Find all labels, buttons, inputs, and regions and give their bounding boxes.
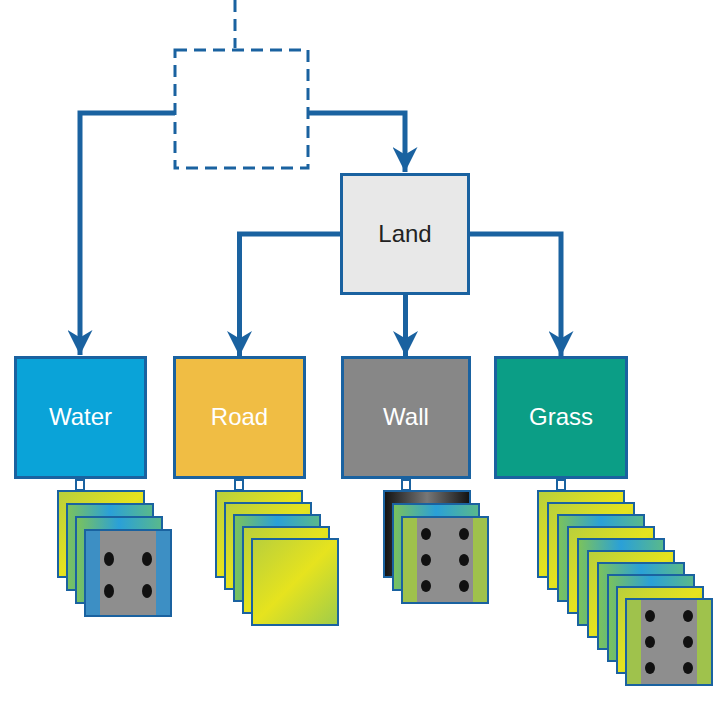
image-stack [384,491,488,603]
image-stack [58,491,171,616]
class-box: Water [14,356,147,479]
class-box: Land [340,173,470,295]
class-box: Wall [341,356,471,479]
image-stack [538,491,712,685]
arrow [308,113,405,172]
stub [402,480,410,490]
class-box: Grass [494,356,628,479]
placeholder-box [175,50,308,168]
arrow [240,234,341,356]
arrow [403,295,408,356]
arrow [80,113,175,355]
image-stack [216,491,338,625]
dashed-line [234,0,237,48]
class-label: Road [211,403,268,432]
class-label: Land [378,220,431,249]
class-label: Wall [383,403,429,432]
stub [235,480,243,490]
stub [557,480,565,490]
class-box: Road [173,356,306,479]
stub [76,480,84,490]
arrow [470,234,561,356]
class-label: Water [49,403,112,432]
class-label: Grass [529,403,593,432]
